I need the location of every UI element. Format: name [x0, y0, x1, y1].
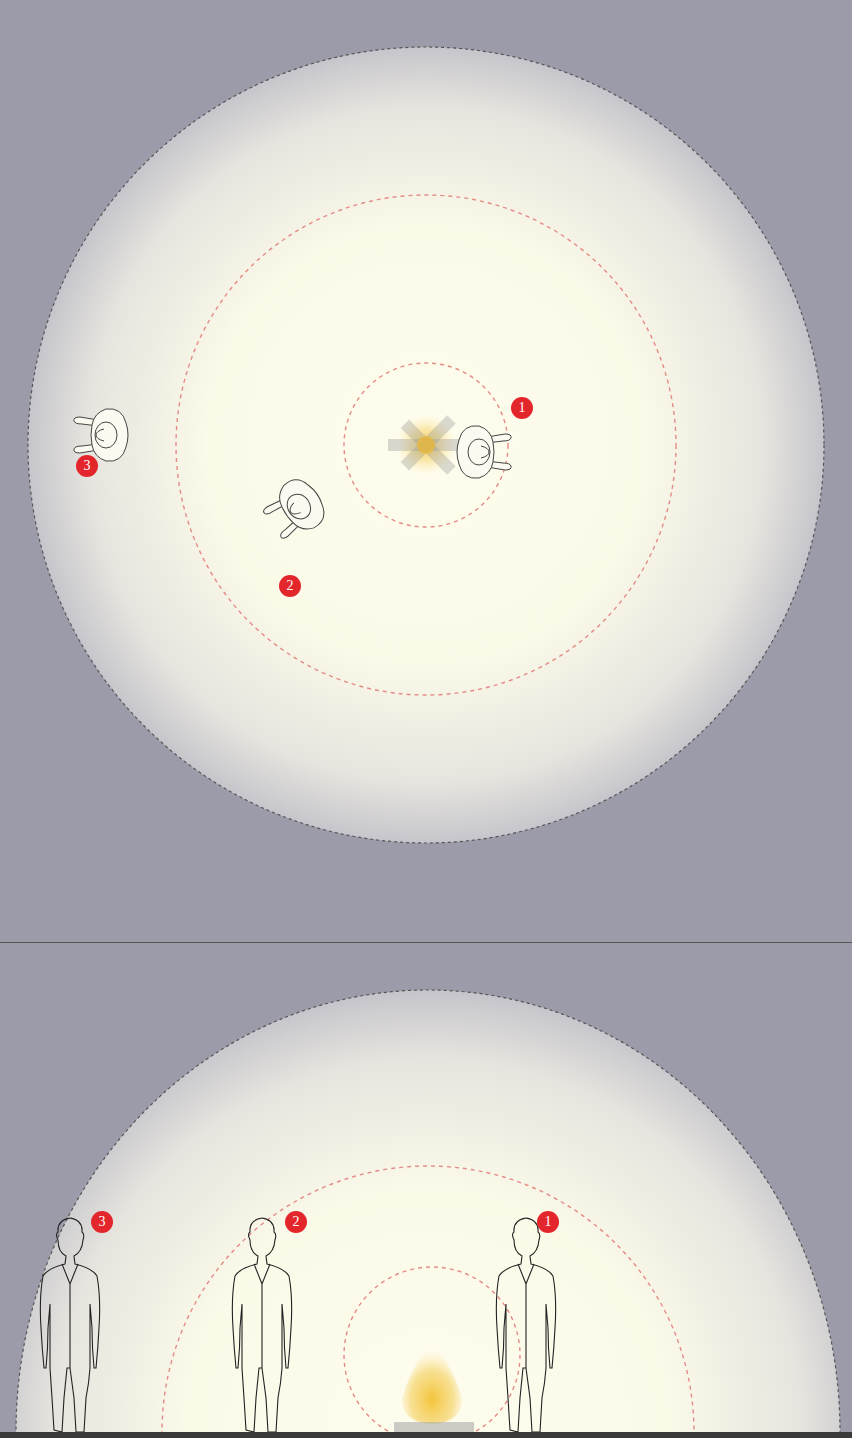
outer-ring [28, 47, 824, 843]
middle-ring [176, 195, 676, 695]
person-section [496, 1218, 555, 1432]
panel-divider [0, 942, 852, 943]
callout-number: 3 [91, 1211, 113, 1233]
outer-ring [16, 990, 840, 1438]
inner-ring [344, 1267, 520, 1438]
person-plan [457, 426, 511, 478]
fire-plan [388, 415, 464, 475]
warmth-zone [16, 990, 840, 1438]
callout-number: 1 [537, 1211, 559, 1233]
person-section [232, 1218, 291, 1432]
person-plan [74, 409, 128, 461]
person-section [40, 1218, 99, 1432]
callout-number: 1 [511, 397, 533, 419]
person-plan [258, 472, 332, 546]
callout-number: 3 [76, 455, 98, 477]
ground-line [0, 1432, 852, 1438]
fire-section [394, 1342, 474, 1432]
warmth-zone [28, 47, 824, 843]
callout-number: 2 [285, 1211, 307, 1233]
callout-number: 2 [279, 575, 301, 597]
plan-background [0, 0, 852, 942]
middle-ring [162, 1166, 694, 1438]
